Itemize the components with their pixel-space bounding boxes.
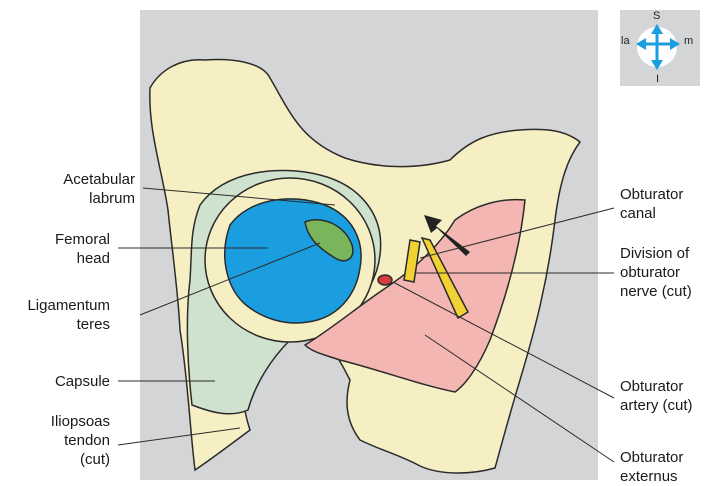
- compass-medial: m: [684, 35, 693, 47]
- compass-inferior: I: [656, 73, 659, 85]
- obturator-artery: [378, 275, 392, 285]
- compass-superior: S: [653, 10, 660, 22]
- label-capsule: Capsule: [55, 372, 110, 391]
- compass-lateral: la: [621, 35, 630, 47]
